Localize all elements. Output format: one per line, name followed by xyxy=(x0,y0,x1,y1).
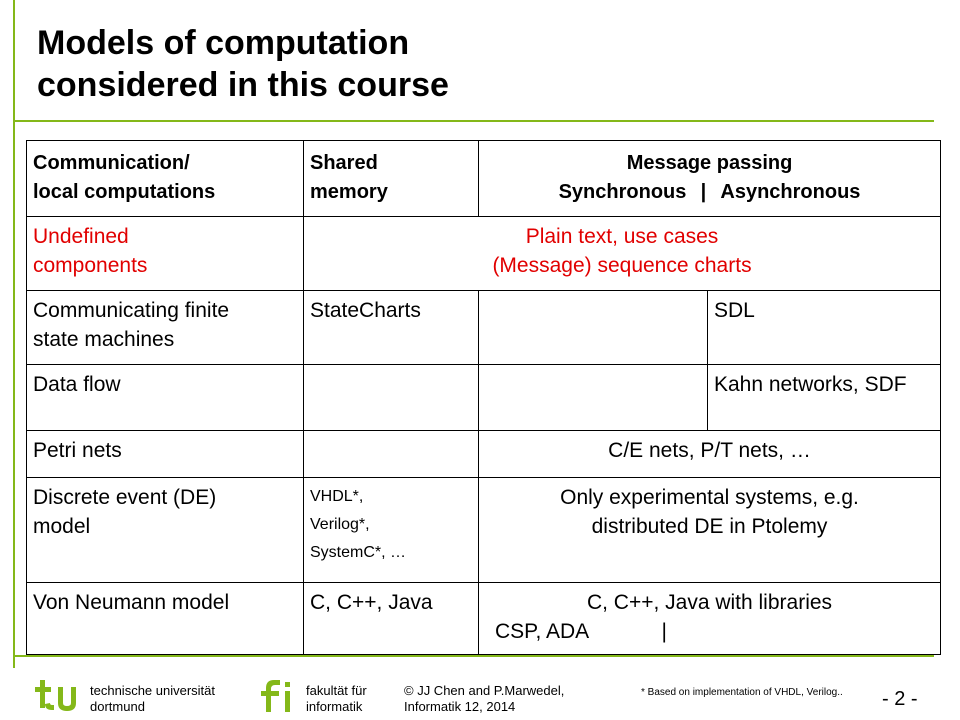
table-header-row: Communication/ local computations Shared… xyxy=(26,140,942,217)
table-row: Von Neumann model C, C++, Java C, C++, J… xyxy=(26,582,942,655)
row-label-petri: Petri nets xyxy=(26,430,304,478)
title-line-1: Models of computation xyxy=(37,24,410,62)
accent-vertical-line xyxy=(13,0,15,668)
row-label-de: Discrete event (DE) model xyxy=(26,477,304,583)
row-label-cfsm: Communicating finite state machines xyxy=(26,290,304,365)
cell-dataflow-async: Kahn networks, SDF xyxy=(706,364,942,431)
cell-vn-msg: C, C++, Java with libraries CSP, ADA| xyxy=(477,582,942,655)
cell-dataflow-shared xyxy=(303,364,479,431)
fi-text: fakultät für informatik xyxy=(306,683,367,714)
cell-cfsm-sync xyxy=(478,290,708,365)
slide-title: Models of computation considered in this… xyxy=(37,22,917,106)
cell-de-msg: Only experimental systems, e.g. distribu… xyxy=(477,477,942,583)
cell-vn-shared: C, C++, Java xyxy=(303,582,479,655)
cell-de-shared: VHDL*, Verilog*, SystemC*, … xyxy=(303,477,479,583)
tu-text: technische universität dortmund xyxy=(90,683,216,714)
page-number: - 2 - xyxy=(882,688,918,710)
row-label-undefined: Undefined components xyxy=(26,216,304,291)
fi-logo xyxy=(261,680,290,712)
title-line-2: considered in this course xyxy=(37,66,449,104)
footer-line xyxy=(13,655,934,657)
author-credit: © JJ Chen and P.Marwedel, Informatik 12,… xyxy=(404,683,565,714)
cell-petri-msg: C/E nets, P/T nets, … xyxy=(477,430,942,478)
table-row: Communicating finite state machines Stat… xyxy=(26,290,942,365)
header-synchronous: Synchronous xyxy=(558,181,687,203)
header-shared-memory: Shared memory xyxy=(303,140,479,217)
title-underline xyxy=(13,120,934,122)
row-label-dataflow: Data flow xyxy=(26,364,304,431)
models-table: Communication/ local computations Shared… xyxy=(26,140,942,655)
table-row: Undefined components Plain text, use cas… xyxy=(26,216,942,291)
cell-dataflow-sync xyxy=(478,364,708,431)
table-row: Discrete event (DE) model VHDL*, Verilog… xyxy=(26,477,942,583)
table-row: Data flow Kahn networks, SDF xyxy=(26,364,942,431)
header-asynchronous: Asynchronous xyxy=(720,181,861,203)
cell-undefined-span: Plain text, use cases (Message) sequence… xyxy=(302,216,942,291)
header-message-passing: Message passing Synchronous|Asynchronous xyxy=(477,140,942,217)
header-communication: Communication/ local computations xyxy=(26,140,304,217)
table-row: Petri nets C/E nets, P/T nets, … xyxy=(26,430,942,478)
cell-cfsm-shared: StateCharts xyxy=(303,290,479,365)
footnote: * Based on implementation of VHDL, Veril… xyxy=(641,687,843,698)
cell-cfsm-async: SDL xyxy=(706,290,942,365)
header-separator: | xyxy=(700,181,707,203)
tu-dortmund-logo xyxy=(35,680,76,711)
cell-petri-shared xyxy=(303,430,479,478)
row-label-von-neumann: Von Neumann model xyxy=(26,582,304,655)
